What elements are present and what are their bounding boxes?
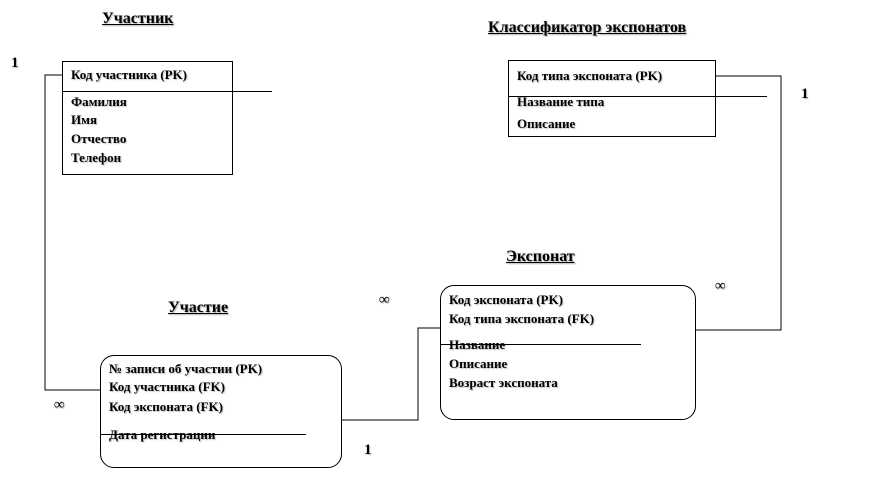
exhibit-field: Название bbox=[449, 337, 506, 352]
classifier-entity: Код типа экспоната (PK) Название типа Оп… bbox=[508, 60, 767, 137]
participant-field: Телефон bbox=[71, 150, 122, 165]
participation-field: Дата регистрации bbox=[109, 427, 216, 442]
participant-entity: Код участника (PK) Фамилия Имя Отчество … bbox=[62, 61, 272, 175]
classifier-title: Классификатор экспонатов bbox=[488, 19, 687, 36]
participation-key: Код экспоната (FK) bbox=[109, 399, 223, 414]
exhibit-key: Код экспоната (PK) bbox=[449, 292, 563, 307]
exhibit-field: Возраст экспоната bbox=[449, 375, 558, 390]
exhibit-divider bbox=[441, 344, 641, 345]
cardinality-participation-many-right: ∞ bbox=[379, 292, 390, 308]
participation-key: № записи об участии (PK) bbox=[109, 361, 263, 376]
classifier-pk: Код типа экспоната (PK) bbox=[517, 68, 663, 83]
cardinality-exhibit-many: ∞ bbox=[715, 278, 726, 294]
participant-field: Имя bbox=[71, 112, 97, 127]
participation-title: Участие bbox=[168, 299, 229, 316]
cardinality-classifier-one: 1 bbox=[801, 86, 809, 102]
exhibit-title: Экспонат bbox=[506, 248, 575, 265]
exhibit-key: Код типа экспоната (FK) bbox=[449, 311, 595, 326]
participation-key: Код участника (FK) bbox=[109, 379, 225, 394]
participation-entity: № записи об участии (PK) Код участника (… bbox=[100, 355, 342, 468]
link-participation-exhibit bbox=[342, 327, 440, 421]
exhibit-field: Описание bbox=[449, 356, 508, 371]
participant-field: Отчество bbox=[71, 131, 127, 146]
cardinality-participation-many-left: ∞ bbox=[54, 397, 65, 413]
participant-pk: Код участника (PK) bbox=[71, 67, 187, 82]
cardinality-participant-one: 1 bbox=[11, 55, 19, 71]
classifier-divider bbox=[509, 96, 767, 97]
participant-divider bbox=[63, 91, 272, 92]
participant-title: Участник bbox=[102, 10, 174, 27]
classifier-field: Описание bbox=[517, 116, 576, 131]
classifier-field: Название типа bbox=[517, 94, 605, 109]
participation-divider bbox=[101, 434, 306, 435]
exhibit-entity: Код экспоната (PK) Код типа экспоната (F… bbox=[440, 285, 696, 420]
participant-field: Фамилия bbox=[71, 94, 127, 109]
cardinality-participation-one: 1 bbox=[364, 442, 372, 458]
link-participant-participation bbox=[44, 74, 100, 391]
link-classifier-exhibit bbox=[696, 75, 782, 331]
